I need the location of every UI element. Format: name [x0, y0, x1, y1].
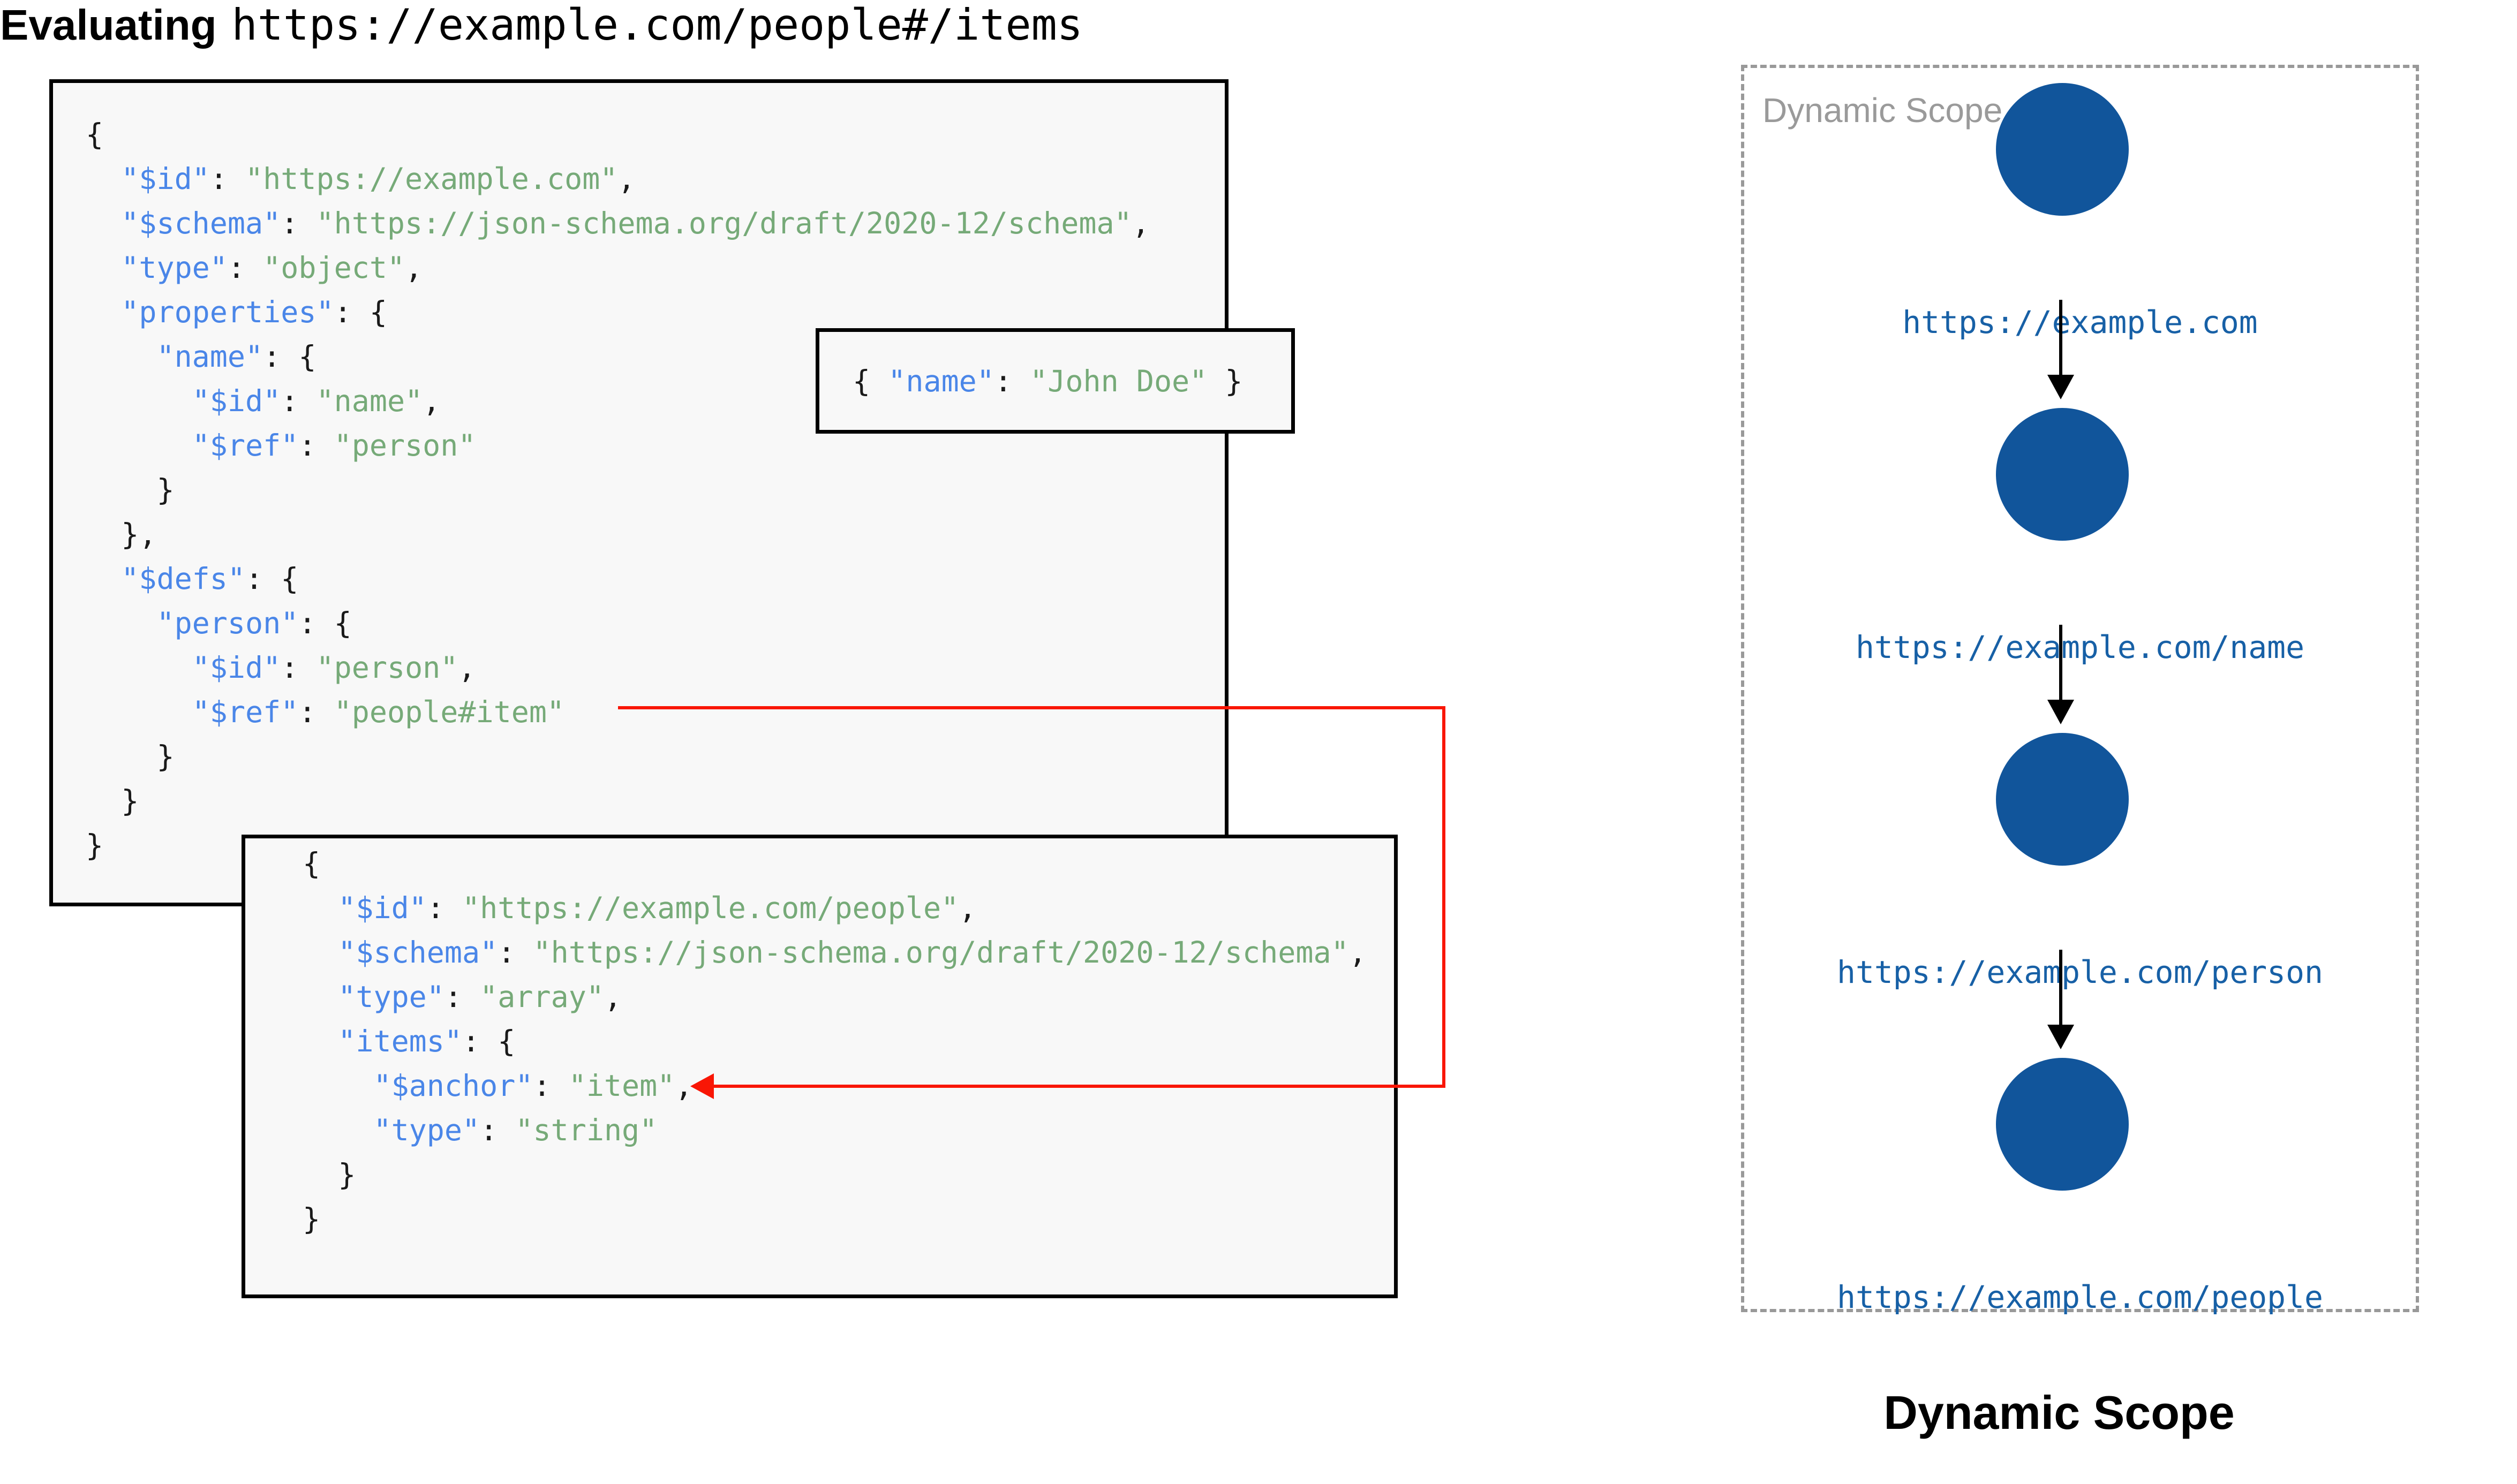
ref-arrowhead-icon	[690, 1073, 714, 1099]
code-line: "$ref": "people#item"	[192, 695, 565, 729]
dynamic-scope-panel-label: Dynamic Scope	[1762, 91, 2003, 130]
code-line: }	[86, 473, 175, 507]
code-line: },	[86, 517, 157, 551]
ref-arrow-segment-bottom	[713, 1085, 1444, 1088]
down-arrow-icon	[2047, 375, 2074, 399]
code-line: "$ref": "person"	[192, 428, 476, 463]
code-line: "name": {	[156, 339, 316, 374]
dynamic-scope-panel: Dynamic Scope https://example.com https:…	[1741, 65, 2419, 1315]
scope-node-url: https://example.com/person	[1837, 954, 2323, 990]
evaluating-caption: Evaluating https://example.com/people#/i…	[0, 0, 2517, 50]
scope-node-circle	[1996, 1058, 2129, 1191]
code-line: }	[86, 739, 175, 774]
down-arrow-shaft	[2059, 300, 2062, 375]
evaluating-caption-uri: https://example.com/people#/items	[231, 0, 1083, 50]
code-line: "$id": "https://example.com/people",	[338, 891, 977, 925]
code-line: "type": "object",	[121, 251, 423, 285]
down-arrow-icon	[2047, 700, 2074, 724]
evaluating-caption-prefix: Evaluating	[0, 1, 217, 49]
code-line: "items": {	[338, 1024, 516, 1058]
code-line: }	[303, 1157, 356, 1192]
schema-main-codebox: { "$id": "https://example.com", "$schema…	[49, 79, 1229, 906]
code-line: "$id": "name",	[192, 384, 441, 418]
scope-node-url: https://example.com/people	[1837, 1279, 2323, 1315]
code-line: "type": "array",	[338, 980, 622, 1014]
code-line: "$id": "person",	[192, 650, 476, 685]
ref-arrow-segment-top	[618, 706, 1445, 709]
scope-node-url: https://example.com/name	[1855, 629, 2305, 665]
dynamic-scope-caption: Dynamic Scope	[1883, 1386, 2235, 1439]
code-line: "$defs": {	[121, 562, 299, 596]
code-line: "$anchor": "item",	[373, 1069, 693, 1103]
scope-node-circle	[1996, 83, 2129, 216]
scope-node-url: https://example.com	[1902, 304, 2258, 340]
code-line: "person": {	[156, 606, 352, 640]
ref-arrow-segment-vertical	[1442, 706, 1445, 1088]
down-arrow-shaft	[2059, 950, 2062, 1025]
down-arrow-icon	[2047, 1025, 2074, 1049]
code-line: "$schema": "https://json-schema.org/draf…	[121, 206, 1150, 240]
instance-codebox: { "name": "John Doe" }	[816, 328, 1295, 434]
code-line: }	[303, 1202, 321, 1236]
code-line: {	[86, 117, 104, 152]
scope-node-circle	[1996, 408, 2129, 541]
schema-people-codebox: { "$id": "https://example.com/people", "…	[242, 835, 1398, 1298]
code-line: }	[86, 784, 139, 818]
code-line: "$schema": "https://json-schema.org/draf…	[338, 935, 1367, 970]
code-line: { "name": "John Doe" }	[853, 364, 1243, 398]
code-line: "properties": {	[121, 295, 387, 329]
code-line: "$id": "https://example.com",	[121, 162, 636, 196]
code-line: {	[303, 846, 321, 881]
down-arrow-shaft	[2059, 625, 2062, 700]
code-line: }	[86, 828, 104, 862]
code-line: "type": "string"	[373, 1113, 658, 1147]
scope-node-circle	[1996, 733, 2129, 866]
